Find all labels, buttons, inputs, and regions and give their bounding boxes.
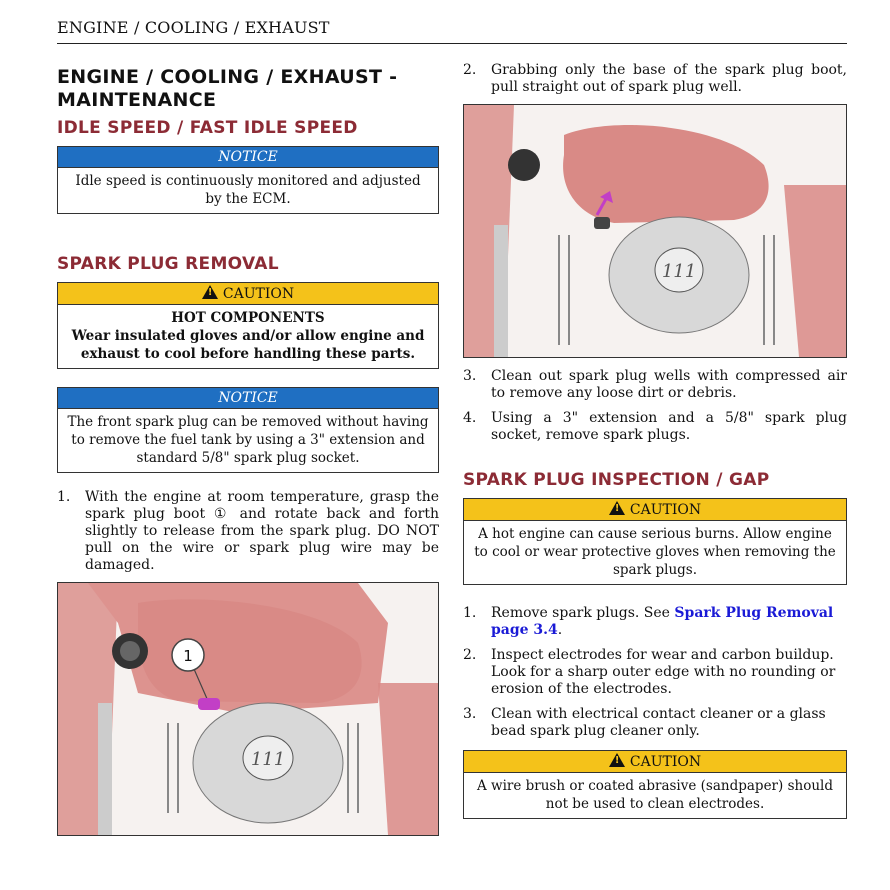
notice-label: NOTICE: [58, 147, 438, 168]
motorcycle-engine-illustration: 1 111: [58, 583, 438, 835]
callout-1-circle: [171, 638, 205, 672]
notice-label: NOTICE: [58, 388, 438, 409]
list-item: 1. Remove spark plugs. See Spark Plug Re…: [463, 605, 847, 639]
step-text: Clean out spark plug wells with compress…: [491, 368, 847, 401]
pull-arrow: [595, 196, 609, 216]
inspection-steps-list: 1. Remove spark plugs. See Spark Plug Re…: [463, 605, 847, 740]
figure-spark-plug-boot: 1 111: [57, 582, 439, 836]
caution-label: CAUTION: [629, 502, 702, 518]
callout-1-label: 1: [183, 647, 193, 665]
step-text: Remove spark plugs. See Spark Plug Remov…: [491, 605, 847, 639]
section-heading-idle-speed: IDLE SPEED / FAST IDLE SPEED: [57, 118, 358, 138]
section-heading-spark-plug-removal: SPARK PLUG REMOVAL: [57, 254, 279, 274]
caution-body: HOT COMPONENTS Wear insulated gloves and…: [58, 305, 438, 368]
caution-box-wire-brush: CAUTION A wire brush or coated abrasive …: [463, 750, 847, 819]
caution-text: A wire brush or coated abrasive (sandpap…: [477, 778, 833, 812]
list-item: 3. Clean out spark plug wells with compr…: [463, 368, 847, 402]
notice-text: Idle speed is continuously monitored and…: [75, 173, 421, 207]
header-divider: [57, 43, 847, 44]
step-text-post: .: [557, 622, 563, 638]
removal-steps-continued: 2. Grabbing only the base of the spark p…: [463, 62, 847, 96]
removal-steps-continued-2: 3. Clean out spark plug wells with compr…: [463, 368, 847, 444]
step-text: Inspect electrodes for wear and carbon b…: [491, 647, 836, 697]
caution-label: CAUTION: [222, 286, 295, 302]
right-column: 2. Grabbing only the base of the spark p…: [463, 62, 847, 819]
list-item: 4. Using a 3" extension and a 5/8" spark…: [463, 410, 847, 444]
caution-box-hot-engine: CAUTION A hot engine can cause serious b…: [463, 498, 847, 585]
page-header: ENGINE / COOLING / EXHAUST: [57, 18, 330, 37]
step-number: 3.: [463, 706, 477, 722]
svg-text:111: 111: [662, 261, 696, 282]
notice-box-front-plug: NOTICE The front spark plug can be remov…: [57, 387, 439, 473]
svg-text:111: 111: [251, 749, 285, 770]
step-number: 2.: [463, 62, 477, 78]
figure-pull-boot: 111: [463, 104, 847, 358]
step-text: Using a 3" extension and a 5/8" spark pl…: [491, 410, 847, 443]
section-heading-spark-plug-inspection: SPARK PLUG INSPECTION / GAP: [463, 470, 770, 490]
warning-icon: [201, 285, 218, 299]
step-number: 3.: [463, 368, 477, 384]
motorcycle-engine-illustration: 111: [464, 105, 846, 357]
step-text: Clean with electrical contact cleaner or…: [491, 706, 826, 739]
caution-label-row: CAUTION: [464, 499, 846, 521]
caution-label: CAUTION: [629, 754, 702, 770]
warning-icon: [608, 501, 625, 515]
step-number: 2.: [463, 647, 477, 663]
step-text: Grabbing only the base of the spark plug…: [491, 62, 847, 95]
caution-title: HOT COMPONENTS: [171, 310, 325, 326]
list-item: 2. Inspect electrodes for wear and carbo…: [463, 647, 847, 698]
list-item: 1. With the engine at room temperature, …: [57, 489, 439, 574]
list-item: 3. Clean with electrical contact cleaner…: [463, 706, 847, 740]
notice-text: The front spark plug can be removed with…: [67, 414, 429, 466]
caution-text: Wear insulated gloves and/or allow engin…: [71, 328, 425, 362]
step-number: 1.: [463, 605, 477, 621]
spark-plug-removal-link[interactable]: Spark Plug Removal page 3.4: [491, 605, 834, 638]
removal-steps-list: 1. With the engine at room temperature, …: [57, 489, 439, 574]
step-number: 4.: [463, 410, 477, 426]
list-item: 2. Grabbing only the base of the spark p…: [463, 62, 847, 96]
left-column: ENGINE / COOLING / EXHAUST - MAINTENANCE…: [57, 62, 439, 836]
warning-icon: [608, 753, 625, 767]
caution-label-row: CAUTION: [464, 751, 846, 773]
step-text-pre: Remove spark plugs. See: [491, 605, 675, 621]
caution-text: A hot engine can cause serious burns. Al…: [474, 526, 836, 578]
caution-box-hot-components: CAUTION HOT COMPONENTS Wear insulated gl…: [57, 282, 439, 369]
step-number: 1.: [57, 489, 71, 505]
step-text: With the engine at room temperature, gra…: [85, 489, 439, 573]
notice-box-idle: NOTICE Idle speed is continuously monito…: [57, 146, 439, 214]
caution-label-row: CAUTION: [58, 283, 438, 305]
page-title: ENGINE / COOLING / EXHAUST - MAINTENANCE: [57, 66, 398, 111]
